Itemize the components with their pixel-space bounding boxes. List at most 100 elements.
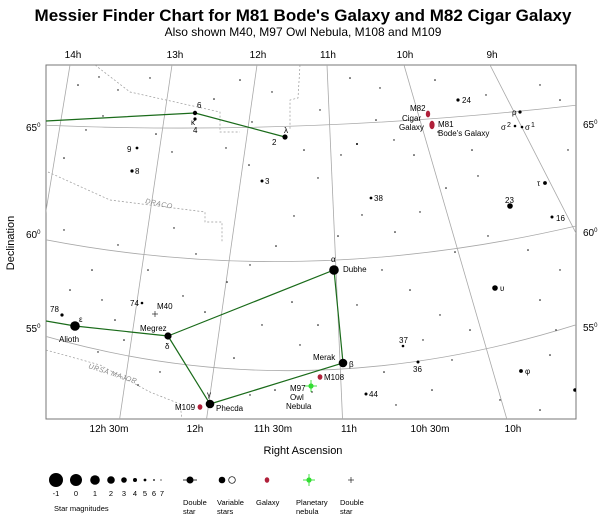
legend-double-star-line2: star (183, 507, 196, 516)
label-sigma2: σ (501, 123, 506, 132)
legend-mag-label-5: 5 (143, 489, 147, 498)
legend-mag-label-7: 7 (160, 489, 164, 498)
legend-nebula-line2: nebula (296, 507, 319, 516)
stars (60, 98, 576, 409)
ra-line-11h (326, 65, 343, 419)
ra-line-10h (403, 65, 508, 419)
label-cigar: Cigar (402, 114, 421, 123)
star-phi (519, 369, 523, 373)
label-bodes-galaxy: Bode's Galaxy (438, 129, 489, 138)
legend-mag-label-6: 6 (152, 489, 156, 498)
legend-mag-neg1 (49, 473, 63, 487)
star-37 (401, 344, 405, 348)
legend-mag-label-1: 1 (93, 489, 97, 498)
star-lambda (282, 134, 288, 140)
label-owl: Owl (290, 393, 304, 402)
label-phi: φ (525, 367, 530, 376)
dec-grid (46, 104, 576, 372)
legend-mag-label-3: 3 (122, 489, 126, 498)
label-36: 36 (413, 365, 422, 374)
label-phecda: Phecda (216, 404, 244, 413)
star-kappa (193, 117, 197, 121)
label-nebula: Nebula (286, 402, 312, 411)
top-tick-13h: 13h (167, 50, 184, 61)
label-delta: δ (165, 342, 170, 351)
top-tick-9h: 9h (486, 50, 497, 61)
star-tau (543, 181, 547, 185)
left-tick-55: 550 (26, 324, 41, 335)
x-axis-title: Right Ascension (264, 445, 343, 457)
star-upsilon (492, 285, 498, 291)
legend-double-star2-line1: Double (340, 498, 364, 507)
star-sigma1 (520, 125, 524, 129)
legend-double-star-plus-symbol (348, 477, 354, 483)
chart-subtitle: Also shown M40, M97 Owl Nebula, M108 and… (165, 25, 442, 39)
bottom-tick-12h: 12h (187, 424, 204, 435)
boundary-draco-south (47, 171, 223, 242)
label-m109: M109 (175, 403, 196, 412)
boundary-draco-east (289, 65, 301, 130)
label-44: 44 (369, 390, 378, 399)
label-6: 6 (197, 101, 202, 110)
label-megrez: Megrez (140, 324, 167, 333)
m97-nebula-marker (305, 380, 317, 392)
legend-mag-label-2: 2 (109, 489, 113, 498)
left-axis: 650 600 550 (26, 123, 41, 335)
label-m82: M82 (410, 104, 426, 113)
star-23 (507, 203, 513, 209)
right-tick-65: 650 (583, 120, 598, 131)
label-upsilon: υ (500, 284, 504, 293)
star-alioth (70, 321, 80, 331)
top-tick-10h: 10h (397, 50, 414, 61)
right-tick-60: 600 (583, 228, 598, 239)
legend: -1 0 1 2 3 4 5 6 7 Star magnitudes Doubl… (49, 473, 364, 516)
left-tick-60: 600 (26, 230, 41, 241)
top-tick-12h: 12h (250, 50, 267, 61)
legend-mag-label-neg1: -1 (53, 489, 60, 498)
legend-double-star-symbol (183, 476, 197, 484)
ra-line-9h (489, 65, 576, 234)
bottom-tick-11h: 11h (341, 424, 357, 435)
ra-line-12h (206, 65, 258, 419)
label-74: 74 (130, 299, 139, 308)
label-sigma1: σ (525, 123, 530, 132)
star-74 (140, 301, 144, 305)
label-kappa: κ (191, 118, 196, 127)
label-rho: ρ (512, 108, 517, 117)
label-dubhe: Dubhe (343, 265, 367, 274)
label-24: 24 (462, 96, 471, 105)
star-6 (192, 110, 198, 116)
m82-galaxy-marker (425, 110, 431, 118)
label-m108: M108 (324, 373, 345, 382)
label-tau: τ (537, 179, 541, 188)
star-phecda (205, 399, 215, 409)
dec-arc-55 (46, 324, 576, 372)
label-alioth: Alioth (59, 335, 79, 344)
m81-galaxy-marker (429, 120, 435, 130)
ra-grid (46, 65, 576, 419)
bottom-axis: 12h 30m 12h 11h 30m 11h 10h 30m 10h (90, 424, 522, 435)
top-tick-14h: 14h (65, 50, 82, 61)
star-44 (364, 392, 368, 396)
label-23: 23 (505, 196, 514, 205)
m108-galaxy-marker (317, 374, 323, 380)
dec-arc-60 (46, 225, 576, 262)
label-cigar-galaxy: Galaxy (399, 123, 424, 132)
label-3: 3 (265, 177, 270, 186)
right-axis: 650 600 550 (583, 120, 598, 334)
label-beta: β (349, 360, 354, 369)
legend-variable-line1: Variable (217, 498, 244, 507)
legend-variable-line2: stars (217, 507, 234, 516)
star-3 (260, 179, 264, 183)
star-rho (518, 110, 522, 114)
star-9 (135, 146, 139, 150)
boundary-draco-north (94, 65, 240, 133)
plot-frame (45, 64, 577, 420)
bottom-tick-10h: 10h (505, 424, 522, 435)
label-8: 8 (135, 167, 140, 176)
legend-galaxy-label: Galaxy (256, 498, 280, 507)
constellation-boundaries (46, 65, 301, 419)
left-tick-65: 650 (26, 123, 41, 134)
chart-title: Messier Finder Chart for M81 Bode's Gala… (35, 6, 572, 25)
